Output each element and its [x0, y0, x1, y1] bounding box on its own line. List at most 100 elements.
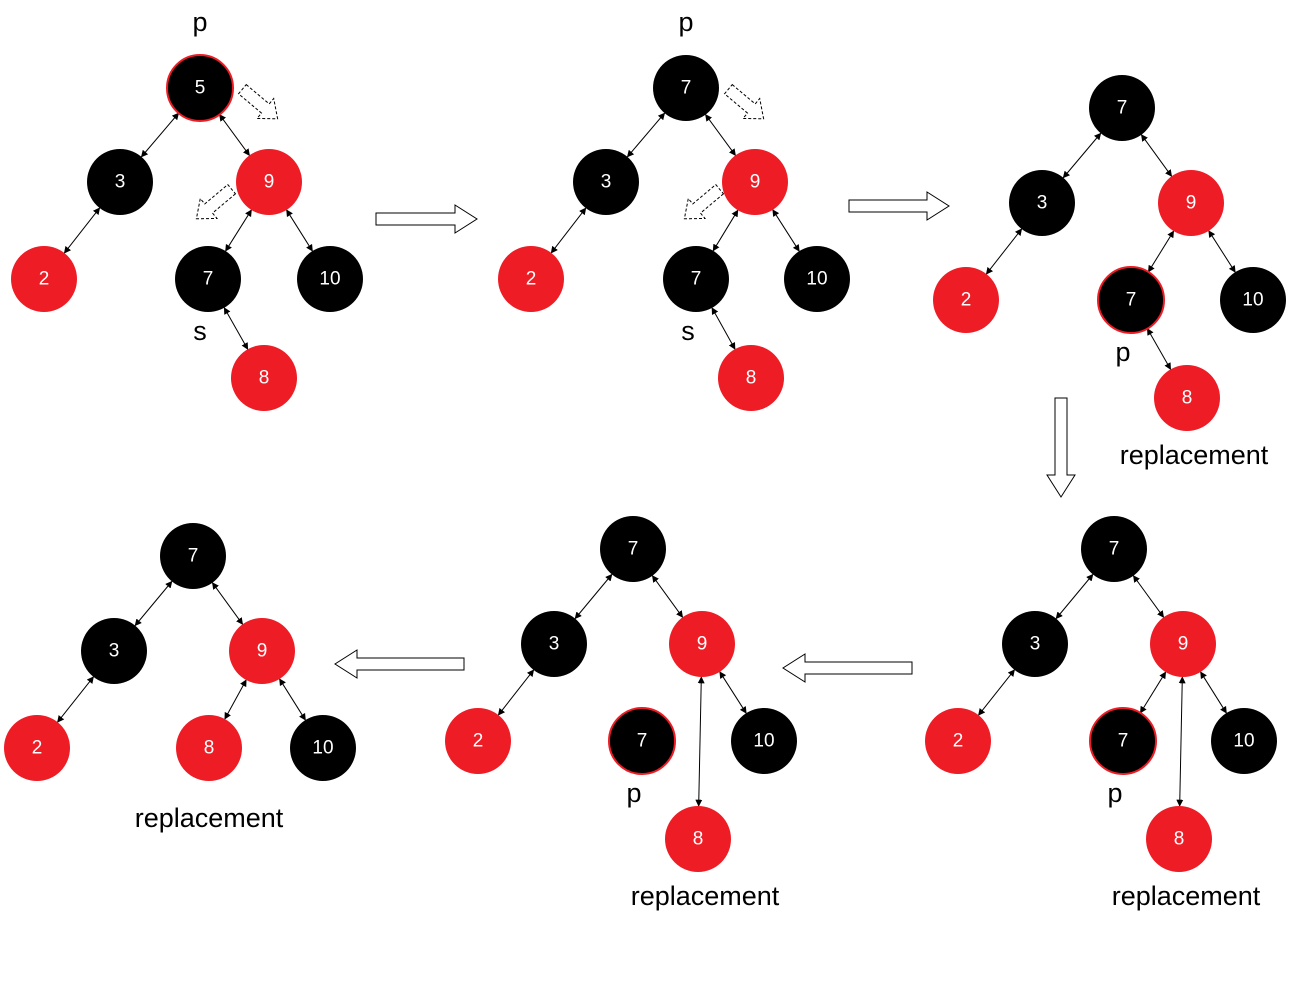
tree-6-node-n7: 7	[160, 523, 226, 589]
tree-6-node-n8-circle	[176, 715, 242, 781]
tree-3-edge-n7b-n8	[1146, 328, 1172, 370]
tree-6-node-n8-key: 8	[204, 738, 215, 759]
tree-5-node-n7-key: 7	[628, 539, 639, 560]
tree-4-node-n3-key: 3	[1030, 634, 1041, 655]
tree-3-node-n7b-key: 7	[1126, 290, 1137, 311]
tree-3-node-n10-circle	[1220, 267, 1286, 333]
tree-5-node-n2: 2	[445, 708, 511, 774]
tree-1-edge-n3-n2	[63, 207, 101, 254]
tree-4-node-n7b: 7	[1089, 707, 1157, 775]
tree-4-node-n3: 3	[1002, 611, 1068, 677]
tree-2-node-n9-key: 9	[750, 172, 761, 193]
tree-4-node-n7b-key: 7	[1118, 731, 1129, 752]
tree-1-node-n3-key: 3	[115, 172, 126, 193]
tree-3-node-n2-circle	[933, 267, 999, 333]
tree-4-edge-n9-n10	[1200, 671, 1227, 714]
tree-3-node-n9: 9	[1158, 170, 1224, 236]
tree-3-node-n7b-circle	[1097, 266, 1165, 334]
tree-6-node-n7-circle	[160, 523, 226, 589]
tree-2-edge-n9-n7b	[712, 209, 739, 252]
rotation-hint-tree-2-n7	[723, 83, 765, 120]
tree-3-label-replacement: replacement	[1120, 440, 1269, 470]
tree-1-node-n7-circle	[175, 246, 241, 312]
tree-2-label-p: p	[678, 7, 693, 37]
tree-6-node-n3-key: 3	[109, 641, 120, 662]
tree-4-edge-n3-n2	[978, 669, 1015, 716]
tree-1-edge-n5-n9	[219, 114, 250, 156]
tree-4-label-replacement: replacement	[1112, 881, 1261, 911]
tree-3-node-n7-key: 7	[1117, 98, 1128, 119]
tree-5-node-n9: 9	[669, 611, 735, 677]
tree-2-node-n8-key: 8	[746, 368, 757, 389]
tree-3-edge-n9-n7b	[1147, 230, 1175, 273]
tree-6-node-n8: 8	[176, 715, 242, 781]
tree-4-node-n7-circle	[1081, 516, 1147, 582]
tree-2-node-n2-circle	[498, 246, 564, 312]
tree-3-edge-n3-n2	[985, 228, 1023, 275]
tree-2-edges	[550, 112, 800, 350]
tree-6-node-n10-circle	[290, 715, 356, 781]
tree-3-edges	[985, 132, 1236, 370]
tree-6-node-n2-key: 2	[32, 738, 43, 759]
tree-6-node-n9: 9	[229, 618, 295, 684]
tree-3-node-n9-circle	[1158, 170, 1224, 236]
tree-4-edge-n7-n9	[1132, 575, 1165, 618]
tree-1-label-s: s	[193, 316, 207, 346]
tree-5-node-n7-circle	[600, 516, 666, 582]
tree-3-edge-n7-n3	[1062, 132, 1102, 179]
tree-3-node-n10: 10	[1220, 267, 1286, 333]
tree-5-node-n7: 7	[600, 516, 666, 582]
tree-5-node-n10: 10	[731, 708, 797, 774]
tree-5-node-n3-key: 3	[549, 634, 560, 655]
flow-arrow-tree-3-to-tree-4	[1046, 397, 1076, 498]
tree-3-node-n8-circle	[1154, 365, 1220, 431]
tree-5-node-n3-circle	[521, 611, 587, 677]
tree-6-edge-n9-n8	[224, 679, 247, 720]
tree-1-node-n5-circle	[166, 54, 234, 122]
tree-5-node-n8-key: 8	[693, 829, 704, 850]
rotation-hint-tree-2-n9	[683, 183, 725, 220]
flow-arrow-tree-2-to-tree-3	[848, 191, 950, 221]
tree-1-node-n2-circle	[11, 246, 77, 312]
tree-4-node-n8: 8	[1146, 806, 1212, 872]
tree-2-node-n7b-circle	[663, 246, 729, 312]
tree-3-node-n8-key: 8	[1182, 388, 1193, 409]
tree-5-node-n8: 8	[665, 806, 731, 872]
tree-6-edge-n9-n10	[279, 678, 306, 721]
tree-6-node-n10: 10	[290, 715, 356, 781]
tree-4-node-n9-circle	[1150, 611, 1216, 677]
tree-3-edge-n9-n10	[1208, 230, 1236, 273]
tree-3-label-p: p	[1115, 337, 1130, 367]
tree-2-edge-n7-n9	[705, 114, 736, 156]
tree-4-node-n10: 10	[1211, 708, 1277, 774]
tree-3-node-n7b: 7	[1097, 266, 1165, 334]
flow-arrow-tree-5-to-tree-6	[334, 649, 465, 679]
tree-2-node-n7b: 7	[663, 246, 729, 312]
tree-6-node-n9-circle	[229, 618, 295, 684]
tree-2-node-n2: 2	[498, 246, 564, 312]
tree-4-edges	[978, 573, 1227, 807]
rotation-hints	[195, 83, 765, 220]
tree-4-node-n10-key: 10	[1233, 731, 1254, 752]
tree-4-edge-n9-n7b	[1139, 671, 1167, 714]
tree-5-node-n10-circle	[731, 708, 797, 774]
tree-5-edge-n7-n9	[651, 575, 684, 618]
tree-6-node-n2-circle	[4, 715, 70, 781]
tree-3-node-n8: 8	[1154, 365, 1220, 431]
tree-1-node-n3-circle	[87, 149, 153, 215]
tree-6-node-n3: 3	[81, 618, 147, 684]
flow-arrow-tree-4-to-tree-5	[782, 653, 913, 683]
tree-1-node-n8: 8	[231, 345, 297, 411]
tree-2-node-n10-circle	[784, 246, 850, 312]
tree-4-node-n7-key: 7	[1109, 539, 1120, 560]
tree-2-node-n10-key: 10	[806, 269, 827, 290]
tree-1-node-n10-circle	[297, 246, 363, 312]
tree-6-node-n9-key: 9	[257, 641, 268, 662]
tree-2-node-n3-key: 3	[601, 172, 612, 193]
tree-5-node-n10-key: 10	[753, 731, 774, 752]
